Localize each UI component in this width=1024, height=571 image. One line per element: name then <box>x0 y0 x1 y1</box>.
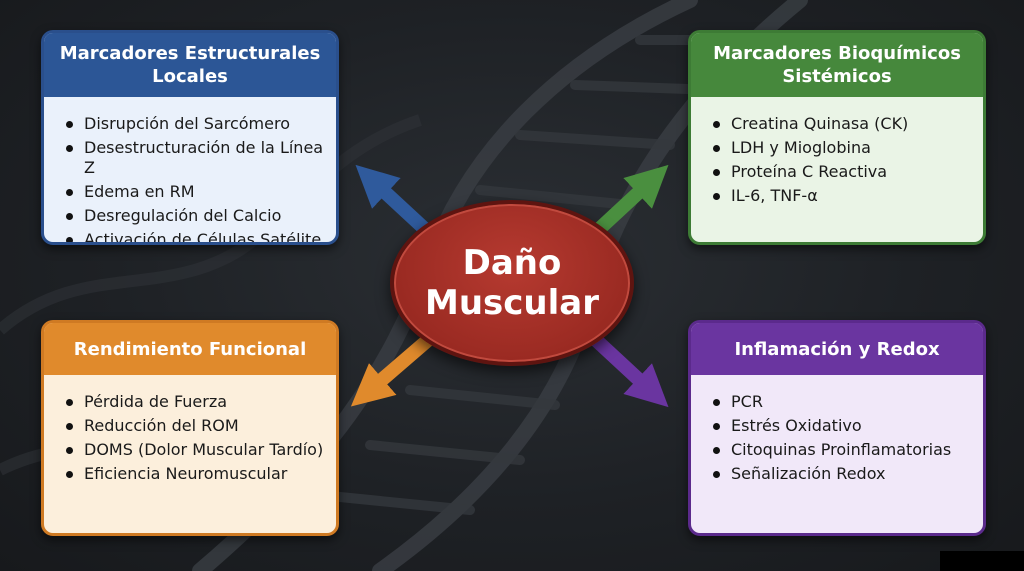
list-item: Edema en RM <box>62 182 336 202</box>
arrow-to-structural <box>355 164 433 238</box>
card-title: Rendimiento Funcional <box>44 323 336 375</box>
list-item: IL-6, TNF-α <box>709 186 983 206</box>
card-functional-performance: Rendimiento Funcional Pérdida de Fuerza … <box>41 320 339 536</box>
list-item: Disrupción del Sarcómero <box>62 114 336 134</box>
card-inflammation-redox: Inflamación y Redox PCR Estrés Oxidativo… <box>688 320 986 536</box>
card-biochemical-markers: Marcadores Bioquímicos Sistémicos Creati… <box>688 30 986 245</box>
list-item: Estrés Oxidativo <box>709 416 983 436</box>
arrow-to-functional <box>350 334 433 407</box>
list-item: Desestructuración de la Línea Z <box>62 138 336 178</box>
card-title: Marcadores Estructurales Locales <box>44 33 336 97</box>
corner-bar <box>940 551 1024 571</box>
list-item: LDH y Mioglobina <box>709 138 983 158</box>
list-item: Proteína C Reactiva <box>709 162 983 182</box>
item-list: Pérdida de Fuerza Reducción del ROM DOMS… <box>44 375 336 484</box>
card-title: Inflamación y Redox <box>691 323 983 375</box>
item-list: Creatina Quinasa (CK) LDH y Mioglobina P… <box>691 97 983 206</box>
list-item: Creatina Quinasa (CK) <box>709 114 983 134</box>
list-item: Reducción del ROM <box>62 416 336 436</box>
list-item: Desregulación del Calcio <box>62 206 336 226</box>
list-item: PCR <box>709 392 983 412</box>
list-item: Eficiencia Neuromuscular <box>62 464 336 484</box>
center-title: Daño Muscular <box>424 243 599 323</box>
list-item: Citoquinas Proinflamatorias <box>709 440 983 460</box>
card-title: Marcadores Bioquímicos Sistémicos <box>691 33 983 97</box>
list-item: Pérdida de Fuerza <box>62 392 336 412</box>
list-item: Señalización Redox <box>709 464 983 484</box>
arrow-to-biochemical <box>591 164 669 238</box>
arrow-to-inflammation <box>591 334 669 408</box>
center-node: Daño Muscular <box>390 200 634 366</box>
item-list: Disrupción del Sarcómero Desestructuraci… <box>44 97 336 242</box>
card-structural-markers: Marcadores Estructurales Locales Disrupc… <box>41 30 339 245</box>
list-item: Activación de Células Satélite <box>62 230 336 242</box>
item-list: PCR Estrés Oxidativo Citoquinas Proinfla… <box>691 375 983 484</box>
list-item: DOMS (Dolor Muscular Tardío) <box>62 440 336 460</box>
